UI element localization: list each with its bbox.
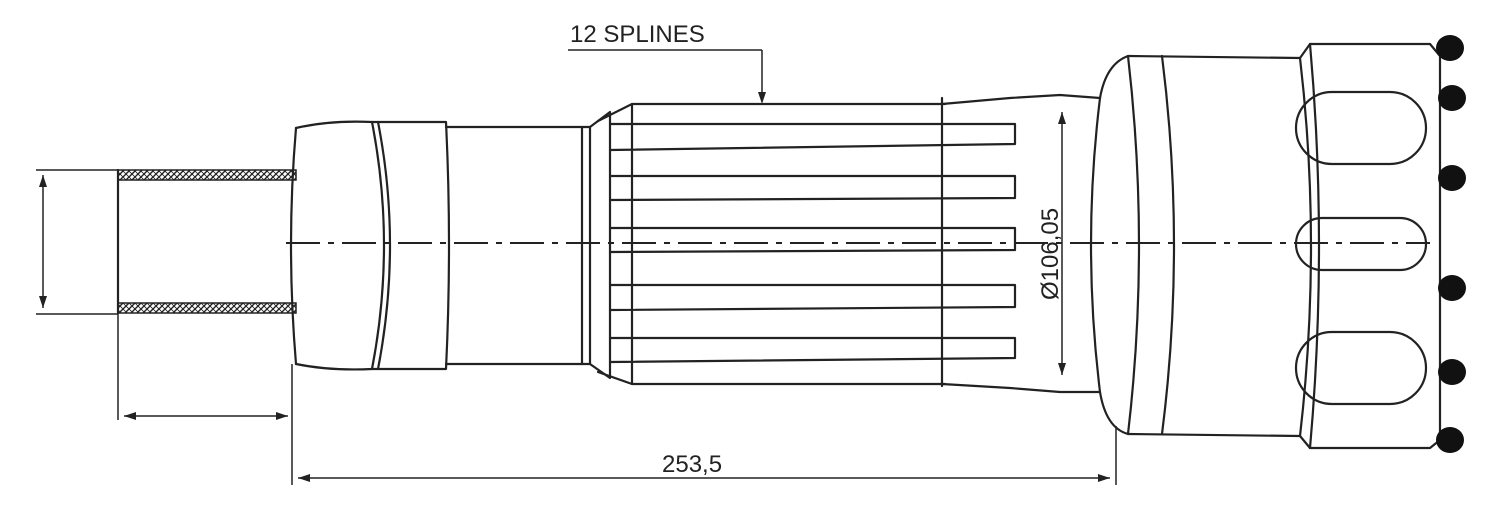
splines-callout: 12 SPLINES [568,21,766,104]
shank-collar [289,120,592,371]
inner-tube [116,168,297,315]
overall-length-dimension: 253,5 [291,364,1117,485]
gauge-buttons [1436,35,1466,453]
tube-height-dimension [36,169,118,315]
diameter-label: Ø106,05 [1037,208,1064,300]
bit-head [1089,35,1466,453]
splines-label: 12 SPLINES [570,21,705,48]
length-label: 253,5 [662,451,722,478]
diameter-dimension: Ø106,05 [1037,112,1066,375]
tube-length-dimension [117,313,288,420]
